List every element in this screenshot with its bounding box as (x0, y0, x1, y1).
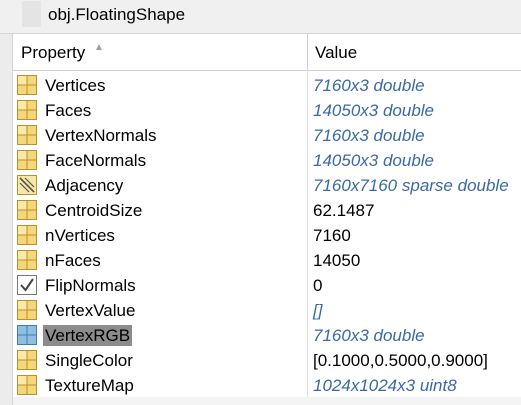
property-row-flipnormals[interactable]: FlipNormals 0 (13, 273, 521, 298)
matrix-icon (17, 125, 37, 145)
property-value-link[interactable]: 7160x3 double (313, 76, 425, 95)
property-value-link[interactable]: 7160x3 double (313, 126, 425, 145)
column-divider[interactable] (307, 34, 308, 70)
property-name[interactable]: FaceNormals (45, 151, 147, 170)
property-row-nfaces[interactable]: nFaces 14050 (13, 248, 521, 273)
sort-ascending-icon[interactable]: ▲ (94, 42, 104, 53)
property-row-centroidsize[interactable]: CentroidSize 62.1487 (13, 198, 521, 223)
list-bottom-edge (13, 397, 521, 405)
property-value-link[interactable]: 14050x3 double (313, 101, 435, 120)
value-column-header[interactable]: Value (315, 43, 358, 62)
window-title: obj.FloatingShape (48, 5, 186, 24)
property-row-vertices[interactable]: Vertices 7160x3 double (13, 73, 521, 98)
matrix-icon (17, 200, 37, 220)
sparse-matrix-icon (17, 175, 37, 195)
table-header: Property ▲ Value (13, 34, 521, 71)
property-name[interactable]: VertexValue (45, 301, 136, 320)
property-name[interactable]: Adjacency (45, 176, 124, 195)
property-row-texturemap[interactable]: TextureMap 1024x1024x3 uint8 (13, 373, 521, 398)
property-name[interactable]: nVertices (45, 226, 115, 245)
property-name[interactable]: FlipNormals (45, 276, 136, 295)
property-row-faces[interactable]: Faces 14050x3 double (13, 98, 521, 123)
matrix-icon (17, 250, 37, 270)
left-gutter (0, 34, 13, 405)
property-row-nvertices[interactable]: nVertices 7160 (13, 223, 521, 248)
property-value: 7160 (313, 226, 351, 245)
property-row-adjacency[interactable]: Adjacency 7160x7160 sparse double (13, 173, 521, 198)
property-name[interactable]: Vertices (45, 76, 106, 95)
column-separator (307, 70, 308, 405)
property-row-vertexrgb[interactable]: VertexRGB 7160x3 double (13, 323, 521, 348)
property-row-vertexnormals[interactable]: VertexNormals 7160x3 double (13, 123, 521, 148)
matrix-icon (17, 350, 37, 370)
property-column-header[interactable]: Property (21, 43, 86, 62)
matrix-icon (17, 325, 37, 345)
property-value: 0 (313, 276, 323, 295)
checkbox-icon (17, 275, 37, 295)
property-name[interactable]: VertexRGB (43, 325, 133, 346)
property-value-link[interactable]: [] (313, 301, 323, 320)
property-name[interactable]: nFaces (45, 251, 101, 270)
property-value-link[interactable]: 1024x1024x3 uint8 (313, 376, 457, 395)
property-name[interactable]: SingleColor (45, 351, 133, 370)
property-value: [0.1000,0.5000,0.9000] (313, 351, 488, 370)
property-row-facenormals[interactable]: FaceNormals 14050x3 double (13, 148, 521, 173)
property-row-vertexvalue[interactable]: VertexValue [] (13, 298, 521, 323)
property-value-link[interactable]: 14050x3 double (313, 151, 435, 170)
matrix-icon (17, 375, 37, 395)
property-value: 62.1487 (313, 201, 375, 220)
property-value-link[interactable]: 7160x3 double (313, 326, 425, 345)
property-name[interactable]: VertexNormals (45, 126, 157, 145)
property-row-singlecolor[interactable]: SingleColor [0.1000,0.5000,0.9000] (13, 348, 521, 373)
matrix-icon (17, 100, 37, 120)
variable-icon (22, 1, 41, 27)
title-bar: obj.FloatingShape (0, 0, 521, 34)
property-name[interactable]: Faces (45, 101, 92, 120)
property-value-link[interactable]: 7160x7160 sparse double (313, 176, 509, 195)
property-value: 14050 (313, 251, 361, 270)
matrix-icon (17, 300, 37, 320)
matrix-icon (17, 150, 37, 170)
property-name[interactable]: CentroidSize (45, 201, 143, 220)
matrix-icon (17, 225, 37, 245)
property-name[interactable]: TextureMap (45, 376, 134, 395)
matrix-icon (17, 75, 37, 95)
